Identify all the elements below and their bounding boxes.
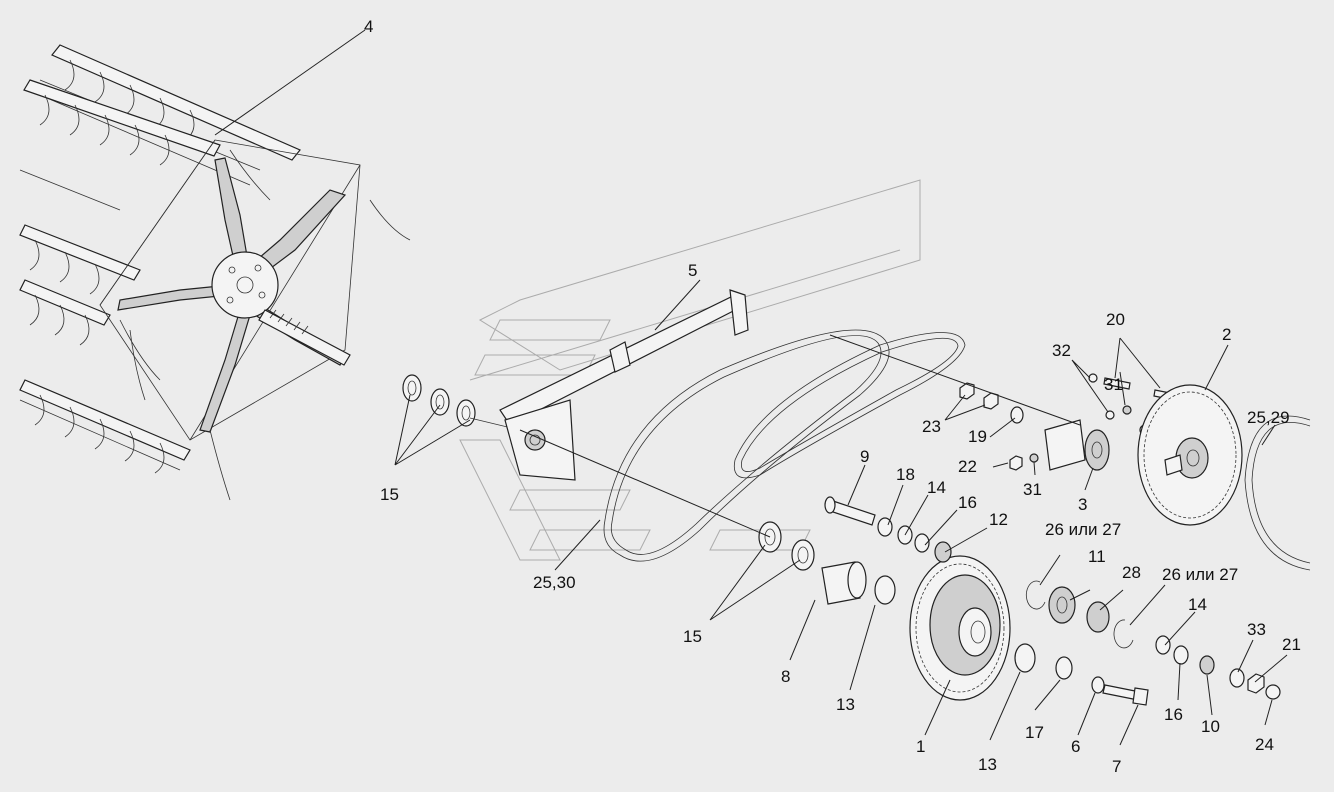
washer-16-upper <box>914 533 930 553</box>
bearing-12 <box>934 541 952 563</box>
label-14-lower: 14 <box>1188 595 1207 614</box>
washer-13-left <box>874 575 896 605</box>
label-12: 12 <box>989 510 1008 529</box>
label-14-upper: 14 <box>927 478 946 497</box>
label-15-lower: 15 <box>683 627 702 646</box>
bolt-7 <box>1102 684 1149 706</box>
label-25-30: 25,30 <box>533 573 576 592</box>
driven-sprocket-1 <box>909 555 1011 701</box>
seal-10 <box>1199 655 1215 675</box>
bearing-set-15-lower <box>758 521 815 571</box>
label-5: 5 <box>688 261 697 280</box>
label-26-27-right: 26 или 27 <box>1162 565 1238 584</box>
watermark-logo <box>459 179 921 561</box>
label-17: 17 <box>1025 723 1044 742</box>
nut-21 <box>1247 673 1265 694</box>
label-3: 3 <box>1078 495 1087 514</box>
label-16-lower: 16 <box>1164 705 1183 724</box>
reel-assembly <box>19 44 411 501</box>
washer-19 <box>1010 406 1024 424</box>
label-19: 19 <box>968 427 987 446</box>
label-8: 8 <box>781 667 790 686</box>
label-20: 20 <box>1106 310 1125 329</box>
reel-bat-middle <box>19 224 141 346</box>
label-28: 28 <box>1122 563 1141 582</box>
spacer-tube-8 <box>821 561 867 605</box>
part-labels: 4 5 15 25,30 9 18 14 16 12 26 или 27 11 … <box>364 17 1301 776</box>
label-23: 23 <box>922 417 941 436</box>
label-10: 10 <box>1201 717 1220 736</box>
washer-32-a <box>1088 373 1098 383</box>
label-13-left: 13 <box>836 695 855 714</box>
nut-23-a <box>959 382 975 400</box>
nut-22 <box>1009 455 1023 471</box>
label-13-right: 13 <box>978 755 997 774</box>
label-33: 33 <box>1247 620 1266 639</box>
washer-14-lower <box>1155 635 1171 655</box>
label-4: 4 <box>364 17 373 36</box>
label-11: 11 <box>1088 547 1106 566</box>
bearing-28 <box>1086 601 1110 633</box>
label-16-upper: 16 <box>958 493 977 512</box>
label-2: 2 <box>1222 325 1231 344</box>
washer-16-lower <box>1173 645 1189 665</box>
label-7: 7 <box>1112 757 1121 776</box>
support-bracket-5 <box>499 289 749 481</box>
washer-33 <box>1229 668 1245 688</box>
washer-32-b <box>1105 410 1115 420</box>
tensioner-bracket-3 <box>1044 419 1110 471</box>
reel-bat-upper-left <box>23 79 221 166</box>
washer-31-lower <box>1029 453 1039 463</box>
label-24: 24 <box>1255 735 1274 754</box>
label-31-lower: 31 <box>1023 480 1042 499</box>
circlip-26-27-left <box>1025 580 1046 610</box>
washer-13-right <box>1014 643 1036 673</box>
label-21: 21 <box>1282 635 1301 654</box>
cap-24 <box>1265 684 1281 700</box>
reel-hub-disc <box>211 251 279 319</box>
label-32: 32 <box>1052 341 1071 360</box>
label-1: 1 <box>916 737 925 756</box>
drive-sprocket-2 <box>1137 384 1243 526</box>
drive-chain-25-30 <box>603 329 966 562</box>
drive-chain-25-29 <box>1244 415 1311 571</box>
nut-23-b <box>983 392 999 410</box>
washer-6 <box>1091 676 1105 694</box>
washer-31-upper <box>1122 405 1132 415</box>
label-25-29: 25,29 <box>1247 408 1290 427</box>
washer-17 <box>1055 656 1073 680</box>
label-15-upper: 15 <box>380 485 399 504</box>
label-22: 22 <box>958 457 977 476</box>
axle-9 <box>824 496 876 526</box>
leader-lines <box>214 29 1288 746</box>
sprocket-11 <box>1048 586 1076 624</box>
reel-bat-top <box>39 44 301 186</box>
reel-bat-bottom <box>19 169 191 474</box>
label-6: 6 <box>1071 737 1080 756</box>
bearing-set-15-upper <box>402 374 521 431</box>
label-18: 18 <box>896 465 915 484</box>
label-31-upper: 31 <box>1104 375 1123 394</box>
label-9: 9 <box>860 447 869 466</box>
label-26-27-left: 26 или 27 <box>1045 520 1121 539</box>
circlip-26-27-right <box>1113 619 1134 649</box>
